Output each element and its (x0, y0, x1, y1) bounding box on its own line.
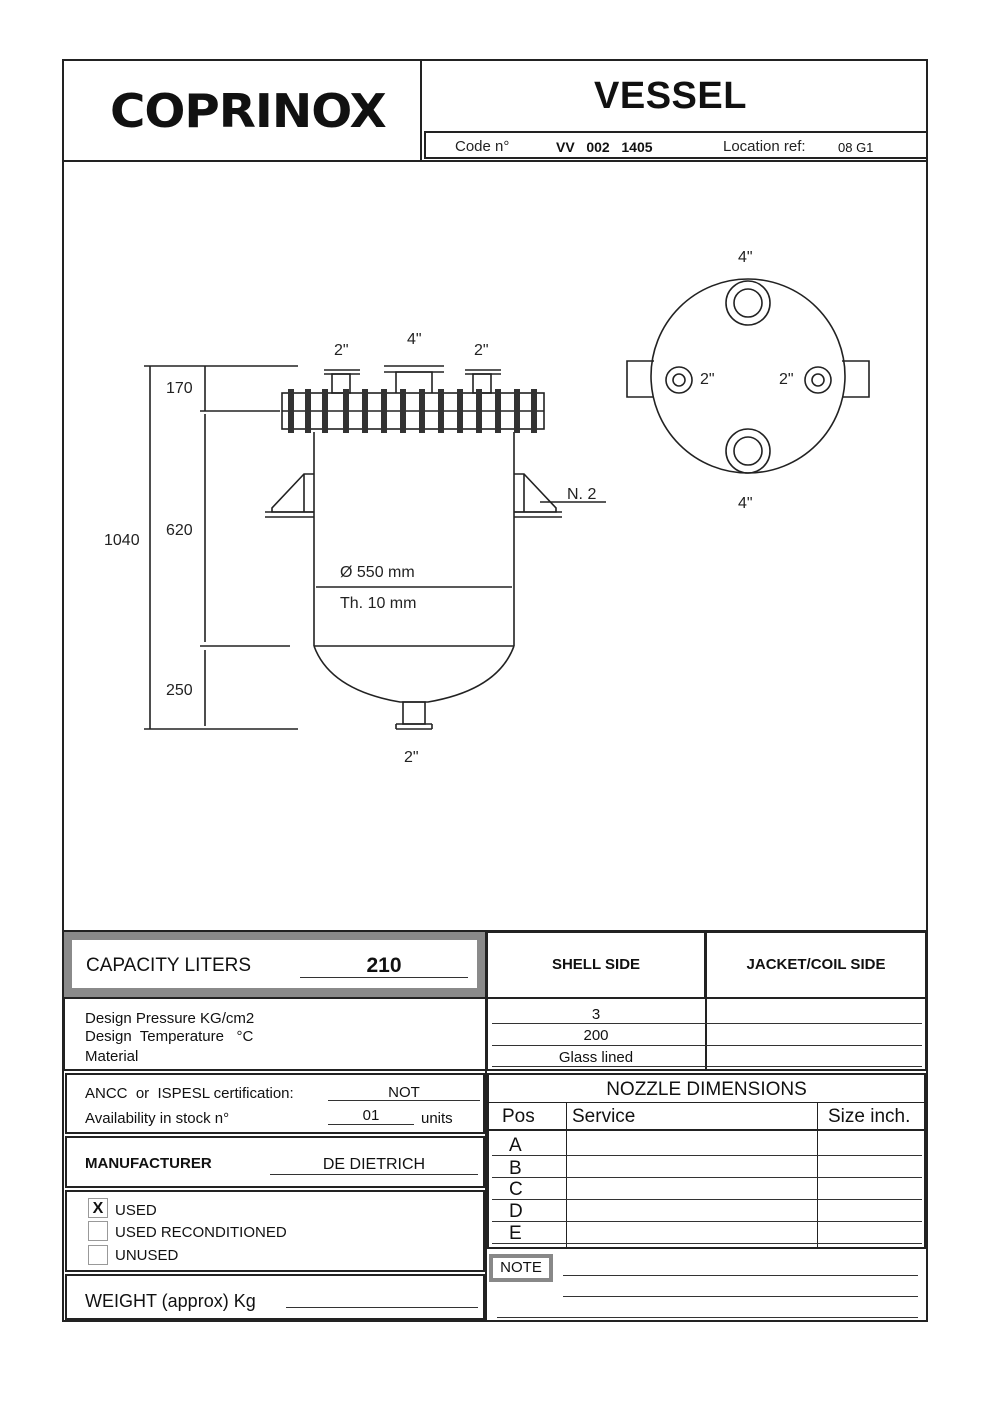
manufacturer-underline (270, 1174, 478, 1175)
nozzle-title-rule (488, 1102, 925, 1103)
note-line-1 (563, 1275, 918, 1276)
code-label: Code n° (455, 138, 510, 155)
shell-pressure-value: 3 (591, 1006, 601, 1023)
nozzle-table (487, 1073, 926, 1249)
manufacturer-label: MANUFACTURER (85, 1155, 212, 1172)
checkbox-used[interactable]: X (88, 1198, 108, 1218)
weight-underline (286, 1307, 478, 1308)
nozzle-top-right-label: 2" (474, 342, 489, 359)
dimension-total: 1040 (104, 532, 140, 549)
shell-material-value: Glass lined (558, 1049, 634, 1066)
stock-units: units (421, 1110, 453, 1127)
location-value: 08 G1 (838, 140, 874, 155)
nozzle-top-left-label: 2" (334, 342, 349, 359)
jacket-side-label: JACKET/COIL SIDE (746, 956, 886, 973)
design-temperature-label: Design Temperature °C (85, 1028, 254, 1045)
plan-right-label: 2" (779, 371, 794, 388)
nozzle-header-size: Size inch. (828, 1106, 911, 1127)
nozzle-header-service: Service (572, 1106, 636, 1127)
nozzle-row-rule-1 (492, 1155, 922, 1156)
plan-left-label: 2" (700, 371, 715, 388)
diameter-label: Ø 550 mm (340, 564, 415, 581)
support-label: N. 2 (567, 486, 596, 503)
company-logo: COPRINOX (110, 84, 387, 138)
capacity-panel (72, 940, 477, 988)
nozzle-pos-e: E (509, 1223, 522, 1244)
header-bottom-rule (63, 160, 927, 162)
capacity-value: 210 (366, 954, 402, 977)
table-center-divider (485, 930, 487, 1321)
capacity-label: CAPACITY LITERS (86, 955, 252, 976)
plan-top-label: 4" (738, 249, 753, 266)
design-row-rule-2 (492, 1045, 922, 1046)
certification-value: NOT (388, 1084, 420, 1101)
header-divider (420, 60, 422, 162)
checkbox-unused[interactable] (88, 1245, 108, 1265)
nozzle-pos-d: D (509, 1201, 523, 1222)
nozzle-row-rule-5 (492, 1243, 922, 1244)
sheet-frame (62, 59, 928, 1322)
option-used-label: USED (115, 1202, 157, 1219)
document-title: VESSEL (594, 75, 747, 117)
weight-cell (65, 1274, 485, 1320)
shell-side-label: SHELL SIDE (551, 956, 641, 973)
note-line-2 (563, 1296, 918, 1297)
certification-cell (65, 1073, 485, 1134)
design-values-divider (705, 998, 707, 1070)
option-unused-label: UNUSED (115, 1247, 179, 1264)
checkbox-used-reconditioned[interactable] (88, 1221, 108, 1241)
nozzle-row-rule-4 (492, 1221, 922, 1222)
nozzle-top-center-label: 4" (407, 331, 422, 348)
manufacturer-cell (65, 1136, 485, 1188)
certification-underline (328, 1100, 480, 1101)
nozzle-col-divider-1 (566, 1103, 567, 1248)
note-label: NOTE (489, 1254, 553, 1282)
certification-label: ANCC or ISPESL certification: (85, 1085, 294, 1102)
nozzle-header-pos: Pos (502, 1106, 535, 1127)
shell-temperature-value: 200 (583, 1027, 609, 1044)
nozzle-row-rule-2 (492, 1177, 922, 1178)
nozzle-row-rule-3 (492, 1199, 922, 1200)
manufacturer-value: DE DIETRICH (322, 1156, 426, 1173)
nozzle-pos-a: A (509, 1135, 522, 1156)
design-pressure-label: Design Pressure KG/cm2 (85, 1010, 255, 1027)
design-row-rule-3 (492, 1066, 922, 1067)
code-bar (424, 131, 928, 159)
nozzle-header-rule (488, 1129, 925, 1131)
note-line-3 (497, 1317, 918, 1318)
nozzle-pos-b: B (509, 1158, 522, 1179)
weight-label: WEIGHT (approx) Kg (85, 1291, 256, 1311)
plan-bottom-label: 4" (738, 495, 753, 512)
option-used-reconditioned-label: USED RECONDITIONED (115, 1224, 287, 1241)
dimension-top: 170 (166, 380, 193, 397)
nozzle-bottom-label: 2" (404, 749, 419, 766)
material-label: Material (85, 1048, 139, 1065)
stock-underline (328, 1124, 414, 1125)
nozzle-pos-c: C (509, 1179, 523, 1200)
nozzle-col-divider-2 (817, 1103, 818, 1248)
dimension-middle: 620 (166, 522, 193, 539)
dimension-bottom: 250 (166, 682, 193, 699)
capacity-underline (300, 977, 468, 978)
location-label: Location ref: (723, 138, 806, 155)
design-row-rule-1 (492, 1023, 922, 1024)
thickness-label: Th. 10 mm (340, 595, 416, 612)
vessel-drawing: 2" 4" 2" 2" 1040 170 620 250 Ø 550 mm Th… (104, 249, 870, 766)
stock-value: 01 (362, 1107, 380, 1124)
code-value: VV 002 1405 (556, 139, 653, 155)
nozzle-table-title: NOZZLE DIMENSIONS (606, 1079, 807, 1100)
stock-label: Availability in stock n° (85, 1110, 230, 1127)
condition-cell (65, 1190, 485, 1272)
